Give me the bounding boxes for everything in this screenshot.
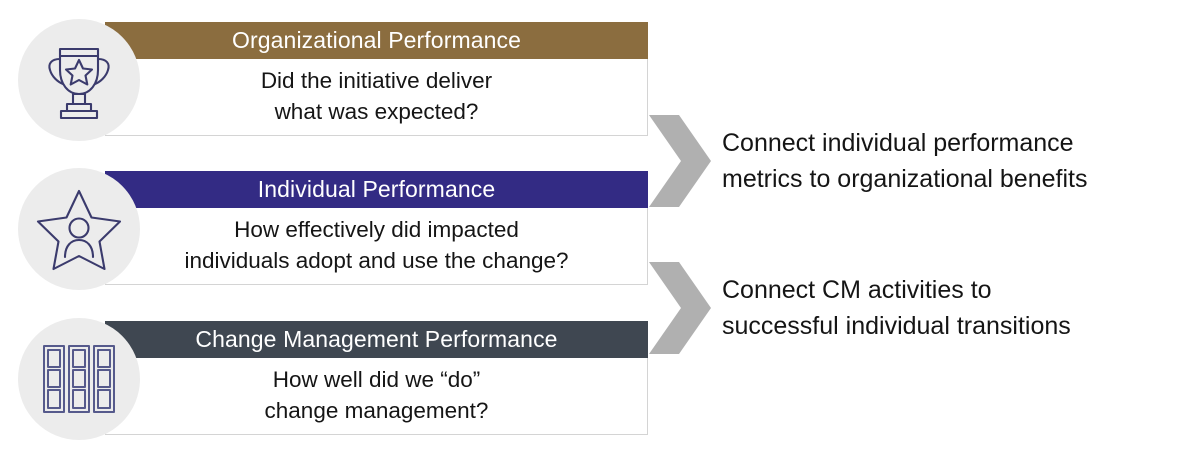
card-body-line: change management? [264, 398, 489, 423]
chevron-right-icon [649, 262, 711, 358]
trophy-icon-badge [18, 19, 140, 141]
callout-line: Connect individual performance [722, 129, 1074, 157]
star-person-icon [35, 187, 123, 271]
card-organizational-performance[interactable]: Organizational Performance Did the initi… [105, 22, 648, 136]
callout-line: Connect CM activities to [722, 276, 992, 304]
card-header-organizational-performance: Organizational Performance [105, 22, 648, 59]
card-body-line: How effectively did impacted [234, 217, 519, 242]
arrow-organizational [649, 115, 711, 207]
card-body-line: what was expected? [274, 99, 479, 124]
arrow-change-management [649, 262, 711, 354]
card-change-management-performance[interactable]: Change Management Performance How well d… [105, 321, 648, 435]
callout-cm-to-individual: Connect CM activities to successful indi… [722, 272, 1192, 344]
chevron-right-icon [649, 115, 711, 211]
callout-individual-to-organizational: Connect individual performance metrics t… [722, 125, 1192, 197]
blocks-grid-icon-badge [18, 318, 140, 440]
star-person-icon-badge [18, 168, 140, 290]
blocks-grid-icon [42, 344, 116, 414]
card-body-individual-performance: How effectively did impacted individuals… [105, 208, 648, 285]
card-header-individual-performance: Individual Performance [105, 171, 648, 208]
card-header-change-management-performance: Change Management Performance [105, 321, 648, 358]
card-body-organizational-performance: Did the initiative deliver what was expe… [105, 59, 648, 136]
card-individual-performance[interactable]: Individual Performance How effectively d… [105, 171, 648, 285]
trophy-icon [40, 39, 118, 121]
callout-line: successful individual transitions [722, 312, 1071, 340]
callout-line: metrics to organizational benefits [722, 165, 1088, 193]
card-body-line: individuals adopt and use the change? [184, 248, 569, 273]
card-body-line: How well did we “do” [272, 367, 481, 392]
card-body-line: Did the initiative deliver [260, 68, 493, 93]
card-body-change-management-performance: How well did we “do” change management? [105, 358, 648, 435]
